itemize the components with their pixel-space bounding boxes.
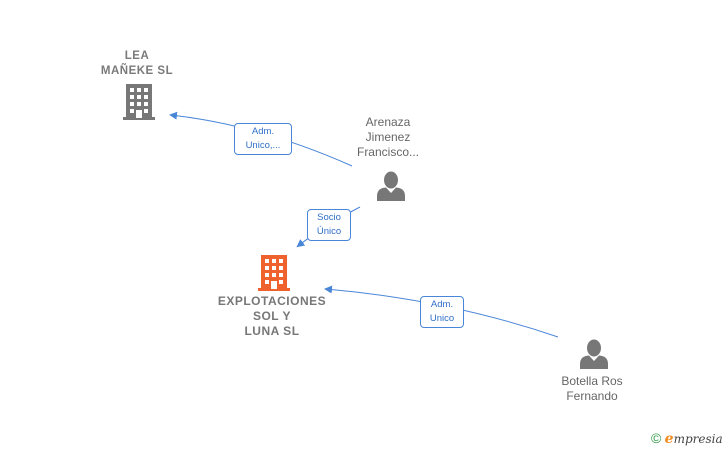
person-icon[interactable] — [578, 339, 610, 369]
building-icon-main[interactable] — [257, 255, 291, 291]
edge-label-adm-unico-explotaciones[interactable]: Adm. Unico — [420, 296, 464, 328]
brand-rest: mpresia — [673, 432, 723, 446]
edge-label-adm-unico-lea[interactable]: Adm. Unico,... — [234, 123, 292, 155]
brand-e: e — [664, 431, 674, 447]
copyright-icon: © — [651, 430, 662, 446]
company-label-explotaciones[interactable]: EXPLOTACIONES SOL Y LUNA SL — [217, 294, 327, 338]
edge-label-socio-unico[interactable]: Socio Único — [307, 209, 351, 241]
person-label-botella[interactable]: Botella Ros Fernando — [561, 374, 623, 403]
person-label-arenaza[interactable]: Arenaza Jimenez Francisco... — [356, 115, 419, 159]
person-icon[interactable] — [375, 171, 407, 201]
company-label-lea[interactable]: LEA MAÑEKE SL — [100, 50, 174, 77]
brand-logo: © empresia — [651, 430, 723, 447]
building-icon[interactable] — [122, 84, 156, 120]
